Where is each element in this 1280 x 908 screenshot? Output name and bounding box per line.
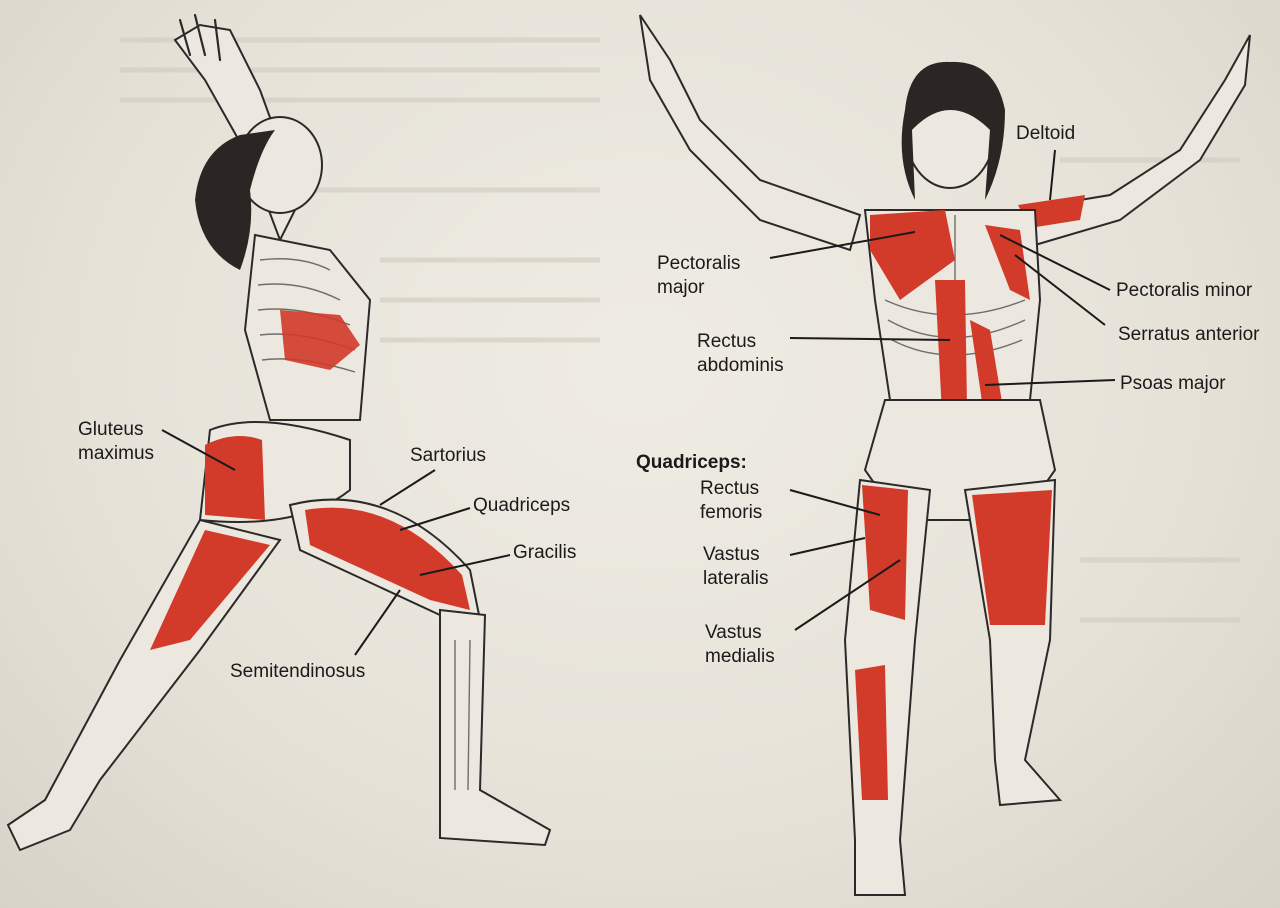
label-quadriceps: Quadriceps [473,495,571,516]
leader-pectoralis-major [769,231,916,259]
leader-quadriceps [399,507,471,531]
right-figure-right-quadriceps-muscle [972,490,1052,625]
leader-deltoid [1049,149,1056,201]
label-semitendinosus: Semitendinosus [230,661,366,682]
left-figure-gluteus-muscle [205,436,265,520]
label-vastus-medialis: Vastus medialis [705,622,775,667]
right-figure-left-quadriceps-muscle [862,485,908,620]
label-vastus-lateralis: Vastus lateralis [703,544,769,589]
leader-vastus-medialis [794,559,901,631]
label-quadriceps-heading: Quadriceps: [636,452,747,473]
leader-vastus-lateralis [789,537,866,556]
label-psoas-major: Psoas major [1120,373,1226,394]
label-gluteus-maximus: Gluteus maximus [78,419,155,464]
label-serratus-anterior: Serratus anterior [1118,324,1260,345]
left-figure-quadriceps-muscle [305,507,470,610]
leader-lines [161,149,1116,656]
right-figure [639,14,1251,896]
right-figure-pectoralis-major-muscle [870,210,955,300]
left-figure-back-leg-muscle [150,530,270,650]
leader-semitendinosus [354,589,401,656]
right-figure-hair [901,61,1005,200]
leader-serratus-anterior [1014,254,1106,326]
left-figure [6,13,552,852]
left-figure-hair [195,130,275,270]
leader-gracilis [419,554,511,576]
leader-gluteus [161,429,236,471]
left-figure-serratus-muscle [280,310,360,370]
right-figure-left-arm [639,14,862,252]
label-sartorius: Sartorius [410,445,487,466]
leader-sartorius [379,469,436,506]
leader-pectoralis-minor [999,234,1111,291]
leader-rectus-abdominis [789,337,951,341]
leader-psoas-major [984,379,1116,386]
left-figure-front-shin [439,608,552,847]
label-pectoralis-major: Pectoralis major [657,253,741,298]
label-rectus-femoris: Rectus femoris [700,478,763,523]
label-pectoralis-minor: Pectoralis minor [1116,280,1253,301]
label-rectus-abdominis: Rectus abdominis [697,331,784,376]
right-figure-left-calf-muscle [855,665,888,800]
leader-rectus-femoris [789,489,881,516]
label-deltoid: Deltoid [1016,123,1076,144]
label-gracilis: Gracilis [513,542,577,563]
